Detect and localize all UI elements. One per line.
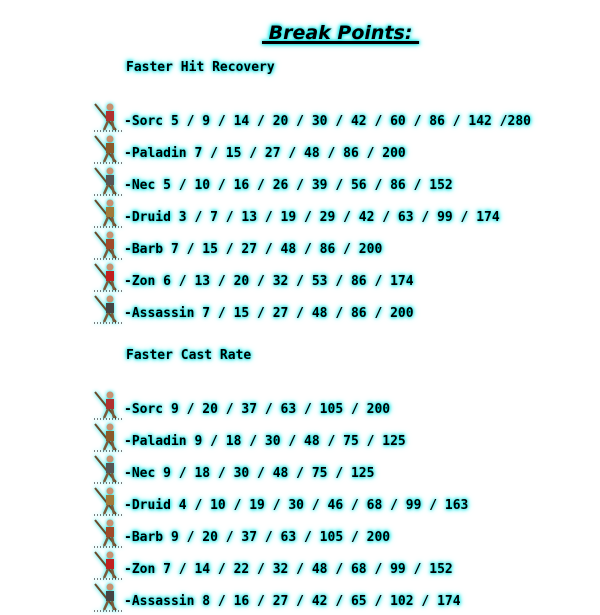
druid-icon [94, 487, 122, 516]
breakpoint-row: -Zon 6 / 13 / 20 / 32 / 53 / 86 / 174 [92, 260, 414, 292]
assassin-icon [94, 583, 122, 612]
breakpoint-text: -Zon 7 / 14 / 22 / 32 / 48 / 68 / 99 / 1… [124, 562, 453, 577]
paladin-icon [94, 423, 122, 452]
sorceress-icon [94, 391, 122, 420]
breakpoint-row: -Assassin 8 / 16 / 27 / 42 / 65 / 102 / … [92, 580, 461, 612]
breakpoint-row: -Druid 3 / 7 / 13 / 19 / 29 / 42 / 63 / … [92, 196, 500, 228]
section-heading: Faster Cast Rate [126, 348, 252, 363]
breakpoint-row: -Paladin 9 / 18 / 30 / 48 / 75 / 125 [92, 420, 406, 452]
breakpoint-text: -Assassin 8 / 16 / 27 / 42 / 65 / 102 / … [124, 594, 461, 609]
breakpoint-row: -Sorc 5 / 9 / 14 / 20 / 30 / 42 / 60 / 8… [92, 100, 531, 132]
barbarian-icon [94, 231, 122, 260]
breakpoint-text: -Barb 9 / 20 / 37 / 63 / 105 / 200 [124, 530, 391, 545]
breakpoint-row: -Paladin 7 / 15 / 27 / 48 / 86 / 200 [92, 132, 406, 164]
breakpoint-text: -Zon 6 / 13 / 20 / 32 / 53 / 86 / 174 [124, 274, 414, 289]
breakpoint-text: -Sorc 5 / 9 / 14 / 20 / 30 / 42 / 60 / 8… [124, 114, 531, 129]
breakpoint-row: -Sorc 9 / 20 / 37 / 63 / 105 / 200 [92, 388, 390, 420]
breakpoint-text: -Paladin 7 / 15 / 27 / 48 / 86 / 200 [124, 146, 406, 161]
sorceress-icon [94, 103, 122, 132]
breakpoint-row: -Zon 7 / 14 / 22 / 32 / 48 / 68 / 99 / 1… [92, 548, 453, 580]
paladin-icon [94, 135, 122, 164]
druid-icon [94, 199, 122, 228]
breakpoint-text: -Druid 4 / 10 / 19 / 30 / 46 / 68 / 99 /… [124, 498, 469, 513]
breakpoint-text: -Barb 7 / 15 / 27 / 48 / 86 / 200 [124, 242, 383, 257]
amazon-icon [94, 263, 122, 292]
breakpoint-text: -Druid 3 / 7 / 13 / 19 / 29 / 42 / 63 / … [124, 210, 500, 225]
barbarian-icon [94, 519, 122, 548]
breakpoint-row: -Barb 9 / 20 / 37 / 63 / 105 / 200 [92, 516, 390, 548]
breakpoint-row: -Barb 7 / 15 / 27 / 48 / 86 / 200 [92, 228, 382, 260]
breakpoint-row: -Druid 4 / 10 / 19 / 30 / 46 / 68 / 99 /… [92, 484, 468, 516]
necromancer-icon [94, 167, 122, 196]
breakpoint-text: -Sorc 9 / 20 / 37 / 63 / 105 / 200 [124, 402, 391, 417]
breakpoint-text: -Assassin 7 / 15 / 27 / 48 / 86 / 200 [124, 306, 414, 321]
necromancer-icon [94, 455, 122, 484]
breakpoint-row: -Nec 5 / 10 / 16 / 26 / 39 / 56 / 86 / 1… [92, 164, 453, 196]
section-heading: Faster Hit Recovery [126, 60, 275, 75]
breakpoint-text: -Nec 9 / 18 / 30 / 48 / 75 / 125 [124, 466, 375, 481]
assassin-icon [94, 295, 122, 324]
breakpoint-text: -Paladin 9 / 18 / 30 / 48 / 75 / 125 [124, 434, 406, 449]
breakpoint-text: -Nec 5 / 10 / 16 / 26 / 39 / 56 / 86 / 1… [124, 178, 453, 193]
breakpoint-row: -Nec 9 / 18 / 30 / 48 / 75 / 125 [92, 452, 374, 484]
amazon-icon [94, 551, 122, 580]
breakpoint-row: -Assassin 7 / 15 / 27 / 48 / 86 / 200 [92, 292, 414, 324]
page-title: Break Points: [262, 22, 420, 44]
